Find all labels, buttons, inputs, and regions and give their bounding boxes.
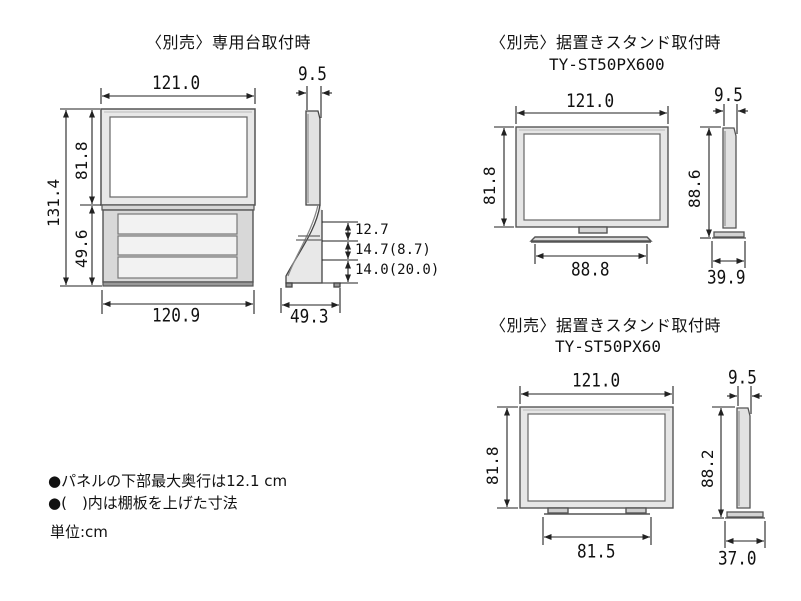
base-total-height-label: 131.4 (44, 178, 63, 227)
unit-label: 単位:cm (50, 523, 108, 541)
base-front-dims (60, 88, 256, 314)
note-shelf-raised: ●( )内は棚板を上げた寸法 (48, 494, 238, 512)
stand2-stand-depth-label: 37.0 (718, 547, 757, 570)
stand2-side-view (725, 407, 765, 519)
stand2-section-title: 〈別売〉据置きスタンド取付時 (490, 316, 722, 335)
base-front-view (100, 108, 256, 287)
base-stand-height-label: 49.6 (72, 229, 91, 268)
note-panel-depth: ●パネルの下部最大奥行は12.1 cm (48, 472, 288, 490)
stand1-stand-depth-label: 39.9 (707, 266, 746, 289)
stand2-total-height-label: 88.2 (698, 449, 717, 488)
stand2-front-view (519, 406, 674, 515)
stand1-height-label: 81.8 (480, 166, 499, 205)
stand2-depth-top-label: 9.5 (728, 366, 757, 389)
shelf-height-1-label: 12.7 (355, 222, 389, 238)
stand1-front-view (515, 126, 669, 243)
stand2-width-label: 121.0 (572, 369, 621, 392)
stand2-model-number: TY-ST50PX60 (555, 337, 661, 356)
base-section-title: 〈別売〉専用台取付時 (146, 33, 312, 52)
stand1-side-dims (700, 104, 748, 268)
stand2-stand-width-label: 81.5 (577, 540, 616, 563)
base-width-top-label: 121.0 (152, 71, 201, 94)
base-width-bottom-label: 120.9 (152, 304, 201, 327)
base-side-dims (280, 86, 358, 313)
stand2-side-dims (712, 386, 766, 548)
stand1-total-height-label: 88.6 (685, 169, 704, 208)
base-depth-label: 49.3 (290, 305, 329, 328)
stand1-model-number: TY-ST50PX600 (549, 55, 665, 74)
stand2-height-label: 81.8 (483, 446, 502, 485)
stand1-width-label: 121.0 (566, 89, 615, 112)
stand1-stand-width-label: 88.8 (571, 258, 610, 281)
shelf-height-2-label: 14.7(8.7) (355, 242, 431, 258)
stand1-side-view (712, 127, 746, 239)
stand1-section-title: 〈別売〉据置きスタンド取付時 (490, 33, 722, 52)
stand2-front-dims (497, 386, 674, 545)
base-screen-height-label: 81.8 (72, 141, 91, 180)
base-depth-top-label: 9.5 (298, 62, 327, 85)
base-side-view (285, 110, 341, 288)
stand1-front-dims (494, 106, 669, 264)
stand1-depth-top-label: 9.5 (714, 83, 743, 106)
shelf-height-3-label: 14.0(20.0) (355, 262, 440, 278)
